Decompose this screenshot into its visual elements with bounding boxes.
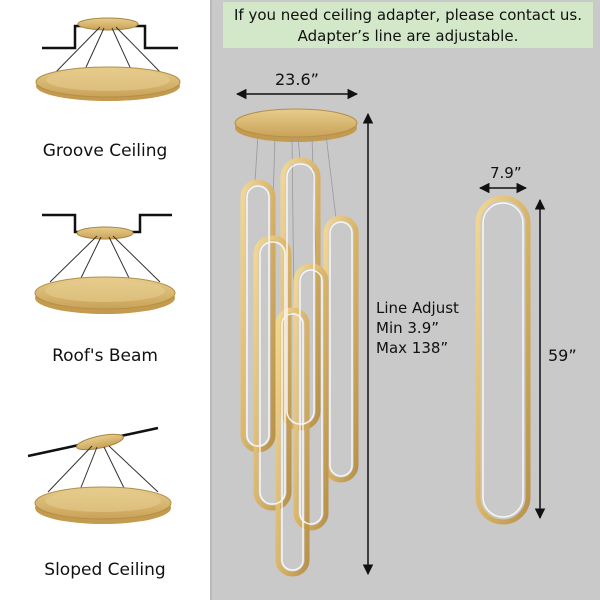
banner-line-2: Adapter’s line are adjustable. (297, 27, 519, 45)
chandelier-illustration (234, 108, 359, 577)
adapter-notice-banner: If you need ceiling adapter, please cont… (223, 2, 593, 48)
caption-groove-ceiling: Groove Ceiling (42, 141, 168, 161)
ring-width-label: 7.9” (490, 164, 522, 182)
roofs-beam-illustration (34, 213, 176, 314)
banner-line-1: If you need ceiling adapter, please cont… (234, 6, 582, 24)
line-adjust-max: Max 138” (376, 339, 449, 357)
line-adjust-label: Line Adjust Min 3.9” Max 138” (376, 298, 459, 358)
line-adjust-title: Line Adjust (376, 299, 459, 317)
panel-divider (210, 0, 212, 600)
line-adjust-min: Min 3.9” (376, 319, 440, 337)
caption-roofs-beam: Roof's Beam (52, 346, 158, 366)
caption-sloped-ceiling: Sloped Ceiling (44, 560, 166, 580)
sloped-ceiling-illustration (27, 426, 172, 524)
canopy-width-label: 23.6” (275, 70, 319, 89)
single-ring-illustration (475, 195, 531, 525)
ring-height-label: 59” (548, 346, 577, 365)
groove-ceiling-illustration (35, 17, 181, 101)
